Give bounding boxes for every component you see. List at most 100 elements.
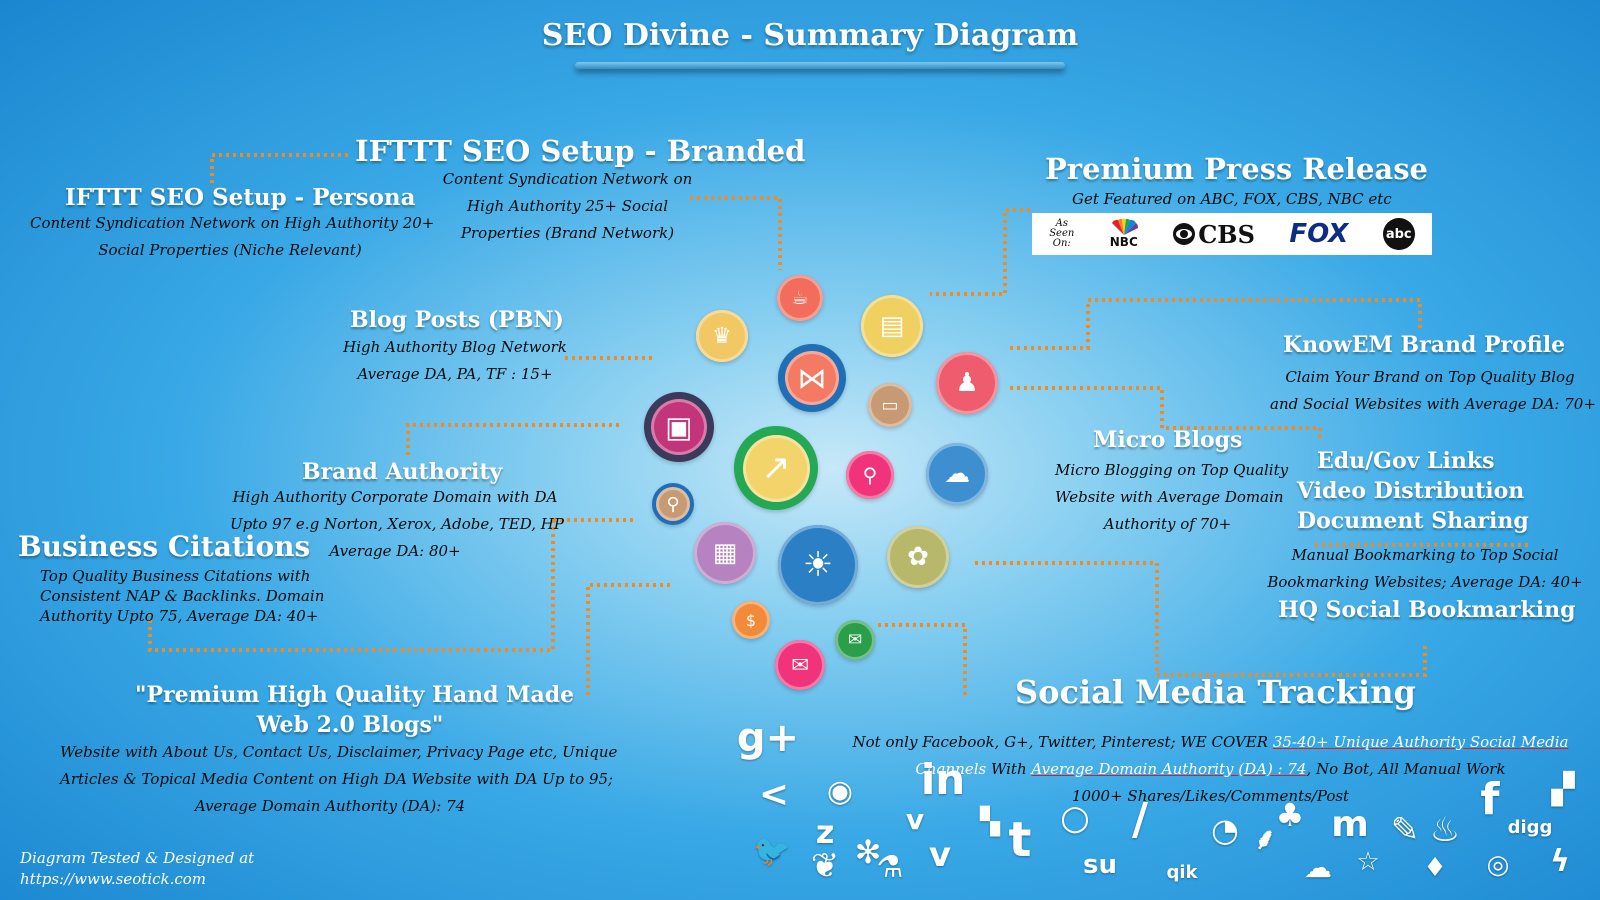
social-tracking-line: Channels With Average Domain Authority (… xyxy=(915,760,1506,778)
newspaper-icon: ▤ xyxy=(861,295,923,357)
bowtie-icon: ⋈ xyxy=(778,344,846,412)
web20-heading: "Premium High Quality Hand Made Web 2.0 … xyxy=(135,680,575,740)
reddit-icon: ◉ xyxy=(826,774,854,809)
windows-icon: ▞ xyxy=(1551,772,1575,807)
business-citations-description: Top Quality Business Citations with Cons… xyxy=(40,566,324,626)
facebook-icon: f xyxy=(1480,774,1500,825)
business-citations-line: Authority Upto 75, Average DA: 40+ xyxy=(40,607,319,625)
location-pin-icon: ⚲ xyxy=(652,483,694,525)
linkedin-icon: in xyxy=(920,755,966,804)
social-tracking-heading: Social Media Tracking xyxy=(1015,673,1416,711)
digg-icon: digg xyxy=(1507,817,1553,838)
social-bookmarking-heading: HQ Social Bookmarking xyxy=(1278,597,1576,623)
title-underline xyxy=(575,62,1065,69)
share-icon: < xyxy=(758,774,790,815)
cbs-eye-icon xyxy=(1173,223,1196,245)
fox-logo: FOX xyxy=(1289,219,1349,249)
feather-icon: ❦ xyxy=(810,846,840,886)
web20-description: Website with About Us, Contact Us, Discl… xyxy=(60,739,618,820)
delicious-icon: ▚ xyxy=(980,807,1000,837)
lightbulb-icon: ☀ xyxy=(778,525,858,605)
edu-group-headings: Edu/Gov Links Video Distribution Documen… xyxy=(1297,446,1529,536)
ifttt-branded-description: Content Syndication Network on High Auth… xyxy=(430,166,705,247)
blog-posts-line: High Authority Blog Network xyxy=(343,338,567,356)
ifttt-persona-line: Social Properties (Niche Relevant) xyxy=(98,241,362,259)
micro-blogs-line: Website with Average Domain xyxy=(1055,488,1284,506)
fire-icon: ♦ xyxy=(1423,853,1447,883)
cloud-small-icon: ☁ xyxy=(1304,851,1332,884)
star-icon: ☆ xyxy=(1356,847,1380,877)
twitter-icon: 🐦 xyxy=(753,834,791,869)
skype-icon: ○ xyxy=(1060,798,1090,838)
page-title: SEO Divine - Summary Diagram xyxy=(541,18,1079,53)
brand-authority-line: Upto 97 e.g Norton, Xerox, Adobe, TED, H… xyxy=(230,515,564,533)
zootool-icon: z xyxy=(815,813,835,851)
micro-blogs-heading: Micro Blogs xyxy=(1093,427,1243,453)
crown-icon: ♛ xyxy=(696,310,748,362)
growth-chart-icon: ↗ xyxy=(734,426,818,510)
chat-bubble-icon: ✉ xyxy=(835,620,875,660)
gift-icon: ▦ xyxy=(694,522,756,584)
knowem-line: and Social Websites with Average DA: 70+ xyxy=(1270,395,1596,413)
mix-icon: m xyxy=(1331,804,1369,845)
business-citations-line: Top Quality Business Citations with xyxy=(40,567,311,585)
vimeo-icon: v xyxy=(928,835,952,875)
tumblr-icon: t xyxy=(1008,812,1032,868)
pencil-icon: / xyxy=(1131,794,1149,845)
brand-authority-line: Average DA: 80+ xyxy=(329,542,461,560)
press-release-heading: Premium Press Release xyxy=(1045,152,1428,186)
as-seen-on-strip: As Seen On: NBC CBS FOX abc xyxy=(1032,213,1432,255)
social-tracking-line: Not only Facebook, G+, Twitter, Pinteres… xyxy=(852,733,1569,751)
people-icon: ♟ xyxy=(936,352,998,414)
ifttt-branded-line: Content Syndication Network on xyxy=(442,170,693,188)
ifttt-persona-heading: IFTTT SEO Setup - Persona xyxy=(65,184,416,211)
stumbleupon-icon: su xyxy=(1083,850,1117,880)
bookmarking-line: Manual Bookmarking to Top Social xyxy=(1291,546,1559,564)
blog-posts-description: High Authority Blog Network Average DA, … xyxy=(330,334,580,388)
ifttt-branded-heading: IFTTT SEO Setup - Branded xyxy=(355,134,806,168)
yelp-icon: ✻ xyxy=(854,833,882,871)
cloud-icon: ☁ xyxy=(926,443,988,505)
googleplus-icon: g+ xyxy=(736,715,800,761)
footer-line: Diagram Tested & Designed at xyxy=(20,849,255,867)
ifttt-persona-line: Content Syndication Network on High Auth… xyxy=(30,214,435,232)
social-tracking-line: 1000+ Shares/Likes/Comments/Post xyxy=(1071,787,1350,805)
web20-heading-line: Web 2.0 Blogs" xyxy=(256,712,444,738)
knowem-line: Claim Your Brand on Top Quality Blog xyxy=(1285,368,1575,386)
flask-icon: ⚗ xyxy=(876,850,904,885)
edu-gov-heading: Edu/Gov Links xyxy=(1317,448,1495,474)
brand-authority-line: High Authority Corporate Domain with DA xyxy=(232,488,558,506)
web20-heading-line: "Premium High Quality Hand Made xyxy=(135,682,575,708)
micro-blogs-line: Micro Blogging on Top Quality xyxy=(1055,461,1289,479)
as-seen-on-label: As Seen On: xyxy=(1049,218,1075,249)
footer-url: https://www.seotick.com xyxy=(20,870,207,888)
brand-authority-heading: Brand Authority xyxy=(302,459,503,485)
message-icon: ✉ xyxy=(775,640,825,690)
plant-icon: ⸙ xyxy=(1253,822,1277,857)
bookmarking-line: Bookmarking Websites; Average DA: 40+ xyxy=(1267,573,1583,591)
web20-line: Website with About Us, Contact Us, Discl… xyxy=(60,743,618,761)
myspace-icon: ♣ xyxy=(1275,796,1305,834)
document-sharing-heading: Document Sharing xyxy=(1297,508,1529,534)
social-tracking-description: Not only Facebook, G+, Twitter, Pinteres… xyxy=(838,729,1583,810)
dribbble-icon: ◎ xyxy=(1486,850,1510,880)
bookmarking-description: Manual Bookmarking to Top Social Bookmar… xyxy=(1265,542,1585,596)
blog-posts-heading: Blog Posts (PBN) xyxy=(350,307,564,333)
cup-icon: ☕ xyxy=(777,275,823,321)
flower-icon: ✿ xyxy=(887,526,949,588)
ifttt-persona-description: Content Syndication Network on High Auth… xyxy=(30,210,435,264)
browser-icon: ▣ xyxy=(644,392,714,462)
knowem-description: Claim Your Brand on Top Quality Blog and… xyxy=(1270,364,1596,418)
cbs-logo: CBS xyxy=(1173,220,1255,249)
nbc-logo: NBC xyxy=(1109,219,1139,249)
blog-posts-line: Average DA, PA, TF : 15+ xyxy=(357,365,553,383)
micro-blogs-line: Authority of 70+ xyxy=(1103,515,1232,533)
web20-line: Average Domain Authority (DA): 74 xyxy=(194,797,466,815)
micro-blogs-description: Micro Blogging on Top Quality Website wi… xyxy=(1055,457,1289,538)
evernote-icon: ♨ xyxy=(1429,810,1461,850)
nbc-peacock-icon xyxy=(1111,219,1138,235)
picasa-icon: ◔ xyxy=(1211,811,1239,849)
video-distribution-heading: Video Distribution xyxy=(1297,478,1525,504)
qik-icon: qik xyxy=(1166,862,1198,883)
